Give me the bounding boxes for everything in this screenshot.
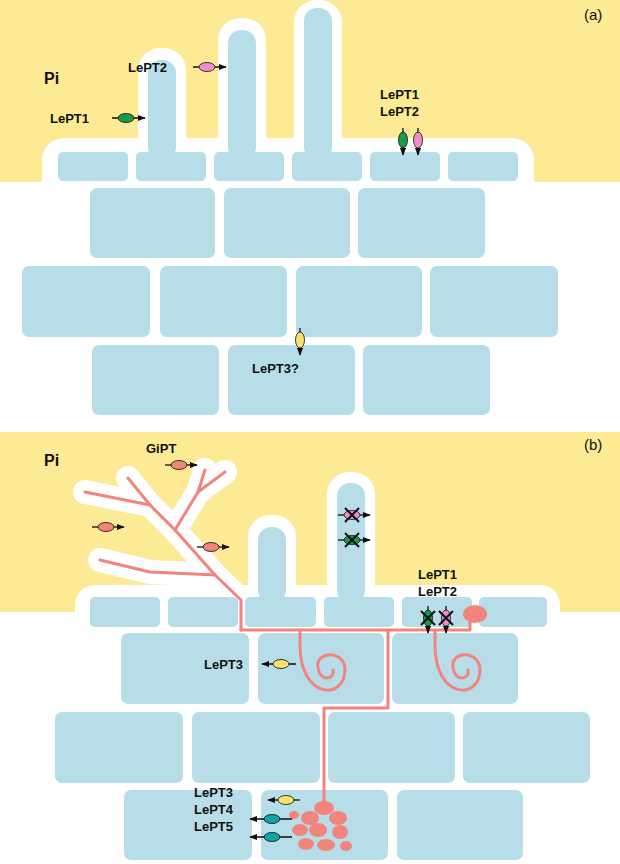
cortical-cell	[160, 266, 287, 337]
cortical-cell	[228, 345, 355, 415]
depletion-zone	[218, 18, 266, 168]
hypha	[198, 472, 225, 492]
inhibition-cross	[345, 508, 359, 522]
cortical-cell	[55, 712, 183, 783]
transporter-symbol	[264, 833, 280, 842]
depletion-zone	[75, 585, 560, 640]
transporter-label: LePT1 LePT2	[380, 86, 419, 120]
hypha	[175, 470, 205, 530]
hypha	[85, 492, 150, 505]
root-hair	[304, 8, 332, 160]
cortical-cell	[22, 266, 150, 337]
hypha	[324, 630, 388, 805]
transporter-label: LePT3 LePT4 LePT5	[194, 784, 233, 835]
epidermal-cell	[214, 152, 284, 181]
transporter-label: LePT1	[50, 110, 89, 127]
cortical-cell	[296, 266, 422, 337]
hypha	[241, 616, 470, 630]
transporter-symbol	[199, 63, 215, 72]
cortical-cell	[90, 188, 215, 258]
cortical-cell	[463, 712, 590, 783]
arbuscule-coil	[435, 630, 480, 690]
panel-letter: (a)	[584, 6, 602, 23]
root-hair	[258, 527, 286, 603]
cortical-cell	[192, 712, 320, 783]
transporter-symbol	[399, 132, 408, 148]
depletion-zone	[327, 472, 375, 602]
transporter-symbol	[414, 132, 423, 148]
cortical-cell	[397, 790, 523, 860]
arbuscule	[289, 801, 352, 851]
fungal-hyphae	[85, 470, 480, 805]
arbuscule-coil	[300, 630, 345, 690]
transporter-label: LePT2	[128, 59, 167, 76]
transporter-label: LePT3	[204, 656, 243, 673]
inhibition-cross	[439, 611, 453, 625]
root-hair	[228, 30, 256, 160]
root-cells-b	[55, 483, 590, 860]
cortical-cell	[328, 712, 455, 783]
root-hair	[337, 483, 365, 603]
appressorium	[463, 605, 487, 623]
epidermal-cell	[292, 152, 362, 181]
transporters-b	[92, 461, 453, 842]
epidermal-cell	[448, 152, 518, 181]
transporter-symbol	[171, 461, 187, 470]
hyphal-depletion-zone	[85, 470, 241, 600]
transporter-symbol	[98, 523, 114, 532]
hypha	[128, 478, 241, 630]
epidermal-cell	[324, 597, 394, 627]
depletion-zone	[294, 0, 342, 168]
transporter-symbol	[203, 543, 219, 552]
transporter-symbol	[278, 796, 294, 805]
panel-letter: (b)	[584, 436, 602, 453]
epidermal-cell	[402, 597, 472, 627]
nutrient-label: Pi	[44, 70, 59, 87]
inhibition-cross	[421, 611, 435, 625]
cortical-cell	[92, 345, 219, 415]
nutrient-label: Pi	[44, 452, 59, 469]
cortical-cell	[363, 345, 490, 415]
epidermal-cell	[479, 597, 547, 627]
depletion-zone	[248, 515, 296, 605]
cortical-cell	[121, 633, 249, 704]
epidermal-cell	[136, 152, 206, 181]
transporter-symbol	[264, 815, 280, 824]
transporter-label: GiPT	[146, 440, 176, 457]
epidermal-cell	[245, 597, 316, 627]
transporter-symbol	[273, 660, 289, 669]
cortical-cell	[258, 633, 384, 704]
soil-a	[0, 0, 620, 208]
epidermal-cell	[58, 152, 128, 181]
transporter-symbol	[296, 332, 305, 348]
transporter-label: LePT1 LePT2	[418, 566, 457, 600]
cortical-cell	[224, 188, 350, 258]
hypha	[100, 560, 215, 575]
epidermal-cell	[370, 152, 440, 181]
soil-b	[0, 432, 620, 640]
cortical-cell	[358, 188, 485, 258]
transporter-symbol	[118, 114, 134, 123]
transporter-label: LePT3?	[252, 360, 299, 377]
transporters-a	[112, 63, 423, 356]
epidermal-cell	[168, 597, 238, 627]
root-cells-a	[22, 8, 558, 415]
cortical-cell	[430, 266, 558, 337]
epidermal-cell	[90, 597, 160, 627]
inhibition-cross	[345, 533, 359, 547]
cortical-cell	[392, 633, 518, 704]
fungal-structures	[289, 605, 487, 851]
